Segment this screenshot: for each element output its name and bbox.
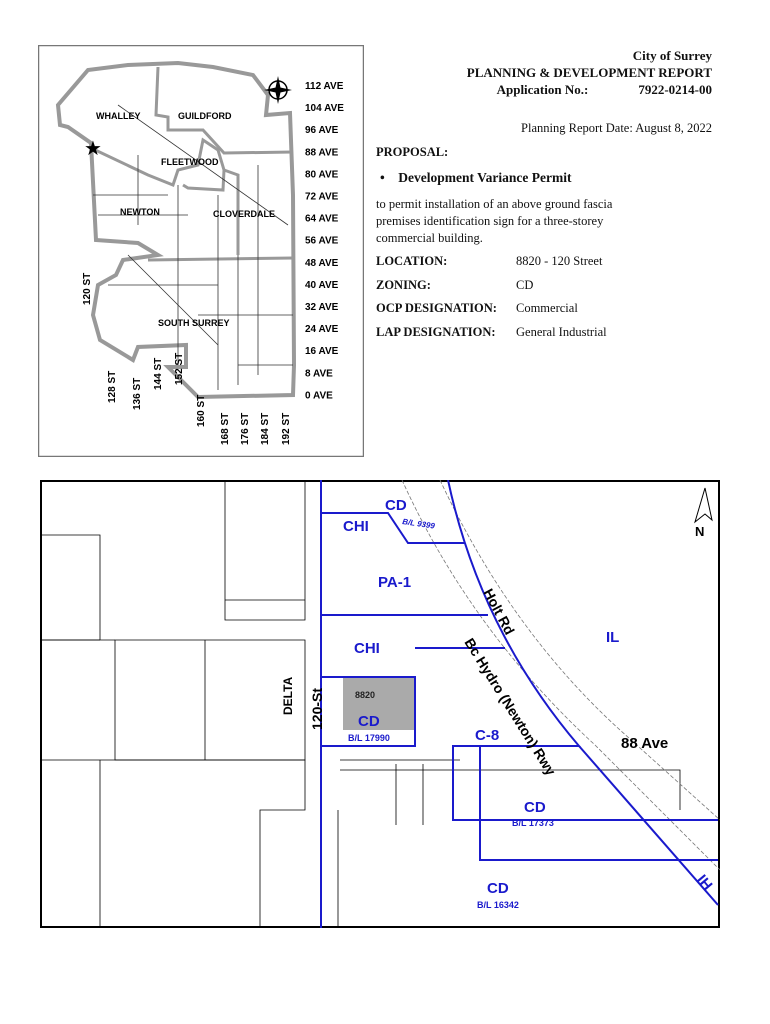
- bylaw-label: B/L 16342: [477, 900, 519, 910]
- bylaw-label: B/L 17373: [512, 818, 554, 828]
- city-name: City of Surrey: [632, 48, 712, 63]
- area-label: WHALLEY: [96, 111, 141, 121]
- proposal-heading: PROPOSAL:: [376, 145, 449, 159]
- description-line: to permit installation of an above groun…: [376, 197, 613, 211]
- field-value: General Industrial: [516, 324, 607, 339]
- north-arrow-icon: N: [694, 487, 713, 539]
- field-label: ZONING:: [376, 277, 431, 292]
- avenue-label: 56 AVE: [305, 236, 339, 247]
- street-label: 120 ST: [82, 273, 93, 305]
- site-zoning-map: CD B/L 9399 CHI PA-1 CHI IL 8820 CD B/L …: [40, 480, 720, 928]
- avenue-label: 48 AVE: [305, 258, 339, 269]
- zone-label: CD: [524, 799, 546, 816]
- description-line: premises identification sign for a three…: [376, 214, 604, 228]
- avenue-label: 32 AVE: [305, 302, 339, 313]
- field-value: 8820 - 120 Street: [516, 254, 603, 268]
- report-title: PLANNING & DEVELOPMENT REPORT: [466, 65, 712, 80]
- avenue-label: 88 AVE: [305, 147, 339, 158]
- zone-boundaries: [320, 480, 719, 928]
- street-label: 192 ST: [281, 413, 292, 445]
- avenue-label: 16 AVE: [305, 346, 339, 357]
- field-value: CD: [516, 277, 534, 292]
- area-label: GUILDFORD: [178, 111, 232, 121]
- avenue-label: 8 AVE: [305, 368, 333, 379]
- avenue-label: 104 AVE: [305, 103, 344, 114]
- zone-label: CD: [358, 713, 380, 730]
- street-label: 144 ST: [153, 358, 164, 390]
- zone-label: CD: [487, 880, 509, 897]
- avenue-label: 72 AVE: [305, 192, 339, 203]
- description-line: commercial building.: [376, 231, 483, 245]
- avenue-label: 96 AVE: [305, 125, 339, 136]
- proposal-item-text: Development Variance Permit: [398, 170, 572, 185]
- area-label: DELTA: [281, 676, 295, 715]
- street-label: 136 ST: [132, 378, 143, 410]
- address-label: 8820: [355, 690, 375, 700]
- zone-label: CD: [385, 497, 407, 514]
- field-label: LAP DESIGNATION:: [376, 324, 496, 339]
- road-label: 88 Ave: [621, 735, 668, 752]
- avenue-label: 40 AVE: [305, 280, 339, 291]
- bylaw-label: B/L 17990: [348, 733, 390, 743]
- zone-label: PA-1: [378, 574, 411, 591]
- subject-property: [343, 677, 415, 730]
- avenue-label: 0 AVE: [305, 390, 333, 401]
- field-label: LOCATION:: [376, 254, 448, 268]
- avenue-label: 64 AVE: [305, 214, 339, 225]
- field-value: Commercial: [516, 301, 578, 315]
- zone-label: CHI: [354, 640, 380, 657]
- star-site-icon: ★: [84, 138, 102, 160]
- zone-label: IL: [606, 629, 619, 646]
- proposal-description: to permit installation of an above groun…: [376, 196, 612, 247]
- road-label: 120-St: [309, 688, 325, 730]
- zone-label: C-8: [475, 727, 499, 744]
- north-label: N: [695, 524, 704, 539]
- field-label: OCP DESIGNATION:: [376, 301, 497, 315]
- avenue-label: 24 AVE: [305, 324, 339, 335]
- street-label: 128 ST: [107, 371, 118, 403]
- street-label: 184 ST: [260, 413, 271, 445]
- zone-label: CHI: [343, 518, 369, 535]
- compass-rose-icon: [264, 76, 292, 104]
- street-label: 176 ST: [240, 413, 251, 445]
- avenue-label: 80 AVE: [305, 169, 339, 180]
- key-map: ★ WHALLEY GUILDFORD FLEETWOOD NEWTON CLO…: [38, 45, 364, 457]
- report-date: Planning Report Date: August 8, 2022: [521, 121, 712, 135]
- area-label: CLOVERDALE: [213, 209, 275, 219]
- application-value: 7922-0214-00: [638, 82, 712, 97]
- application-number: Application No.: 7922-0214-00: [497, 81, 712, 98]
- street-label: 168 ST: [220, 413, 231, 445]
- application-label: Application No.:: [496, 82, 589, 97]
- area-label: NEWTON: [120, 207, 160, 217]
- proposal-item: • Development Variance Permit: [380, 170, 572, 185]
- street-label: 160 ST: [196, 395, 207, 427]
- avenue-label: 112 AVE: [305, 81, 344, 92]
- area-label: FLEETWOOD: [161, 157, 219, 167]
- area-label: SOUTH SURREY: [158, 318, 230, 328]
- street-label: 152 ST: [174, 353, 185, 385]
